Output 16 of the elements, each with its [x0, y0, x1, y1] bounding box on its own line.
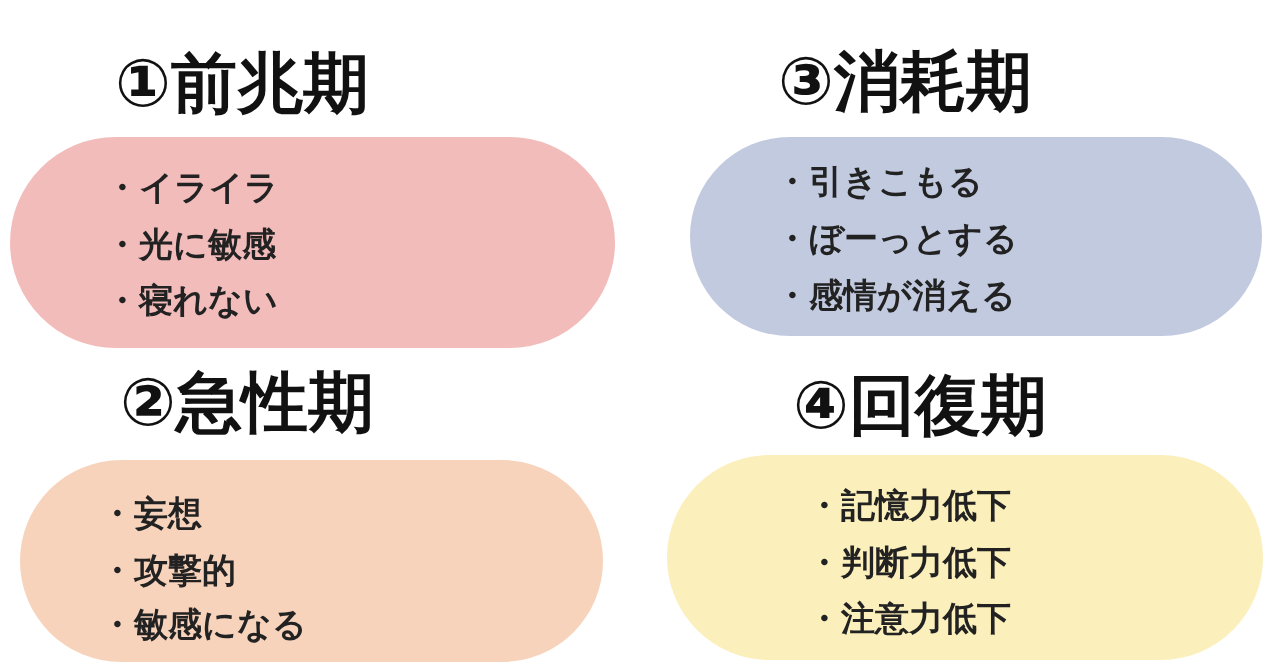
heading: ④回復期: [793, 370, 1047, 443]
heading: ②急性期: [120, 367, 374, 440]
list-item: ・引きこもる: [775, 161, 983, 202]
heading: ①前兆期: [115, 48, 369, 121]
list-item: ・寝れない: [105, 280, 278, 321]
list-item: ・敏感になる: [100, 604, 307, 645]
list-item: ・イライラ: [105, 167, 279, 208]
list-item: ・判断力低下: [807, 542, 1011, 583]
list-item: ・記憶力低下: [807, 485, 1011, 526]
list-item: ・攻撃的: [100, 550, 236, 591]
list-item: ・光に敏感: [105, 224, 276, 265]
heading: ③消耗期: [778, 46, 1032, 119]
list-item: ・妄想: [100, 493, 202, 534]
list-item: ・注意力低下: [807, 598, 1011, 639]
list-item: ・感情が消える: [775, 275, 1016, 316]
list-item: ・ぼーっとする: [775, 218, 1018, 259]
